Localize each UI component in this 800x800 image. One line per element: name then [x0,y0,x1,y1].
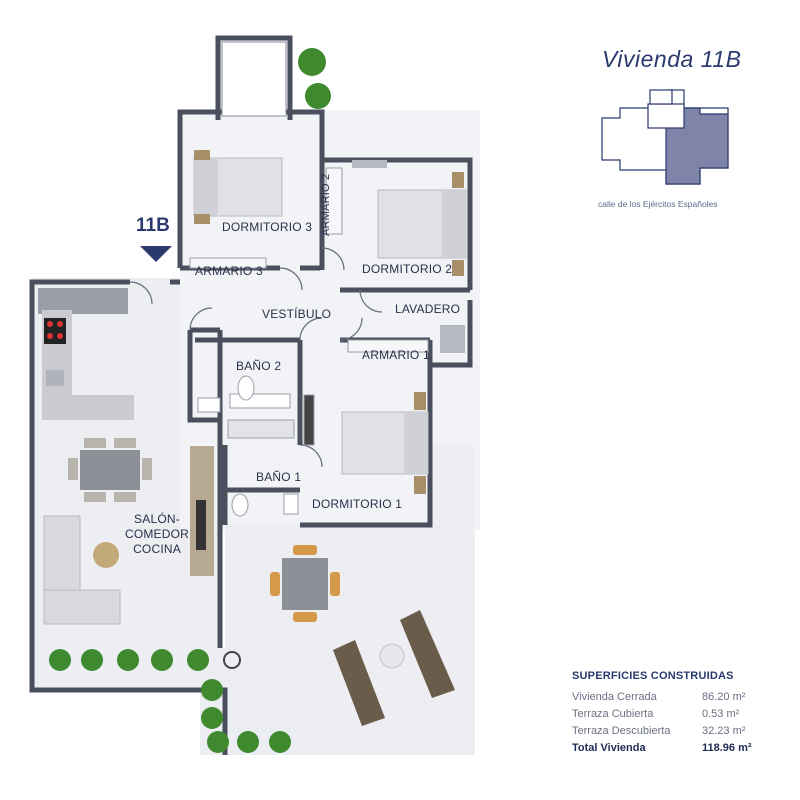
surface-label: Terraza Descubierta [572,724,671,737]
bed-dormitorio1 [341,392,429,494]
room-label-bano1: BAÑO 1 [256,470,302,484]
room-label-armario1: ARMARIO 1 [362,348,430,362]
terrace [225,445,475,755]
room-label-lavadero: LAVADERO [395,302,461,316]
doors [129,247,383,468]
bed-dormitorio2 [377,172,467,276]
page-title: Vivienda 11B [602,46,742,72]
unit-marker-triangle [140,246,172,262]
bed-dormitorio3 [193,150,283,224]
key-plan [601,89,729,185]
bathroom-fixtures [197,375,315,517]
surface-label: Vivienda Cerrada [572,690,657,703]
sofa [43,515,121,625]
surface-value: 86.20 m² [702,690,746,703]
surface-label: Terraza Cubierta [572,707,654,720]
surface-value: 0.53 m² [702,707,740,720]
sun-loungers [333,610,455,726]
surface-row: Terraza Cubierta 0.53 m² [572,705,762,722]
room-label-salon: SALÓN- COMEDOR COCINA [122,512,192,557]
room-label-dormitorio2: DORMITORIO 2 [362,262,453,276]
drain-icon [223,651,241,669]
surface-total-row: Total Vivienda 118.96 m² [572,739,762,756]
salon-line2: COMEDOR [124,527,190,541]
room-label-armario2: ARMARIO 2 [320,173,332,236]
room-label-dormitorio1: DORMITORIO 1 [312,497,403,511]
salon-line1: SALÓN- [134,512,180,526]
salon-line3: COCINA [133,542,181,556]
surfaces-heading: SUPERFICIES CONSTRUIDAS [572,670,734,682]
closets [189,167,429,353]
room-label-dormitorio3: DORMITORIO 3 [222,220,313,234]
dining-table [68,438,152,502]
surface-value: 32.23 m² [702,724,746,737]
total-label: Total Vivienda [572,741,646,754]
plants [49,48,331,753]
room-label-vestibulo: VESTÍBULO [262,307,332,321]
surfaces-table: SUPERFICIES CONSTRUIDAS Vivienda Cerrada… [572,670,762,756]
kitchen [38,288,134,420]
total-value: 118.96 m² [702,741,752,754]
unit-marker-label: 11B [136,215,170,236]
room-label-armario3: ARMARIO 3 [195,264,263,278]
surface-row: Terraza Descubierta 32.23 m² [572,722,762,739]
room-label-bano2: BAÑO 2 [236,359,282,373]
terrace-table [270,545,340,622]
surface-row: Vivienda Cerrada 86.20 m² [572,688,762,705]
street-address: calle de los Ejércitos Españoles [598,199,718,209]
